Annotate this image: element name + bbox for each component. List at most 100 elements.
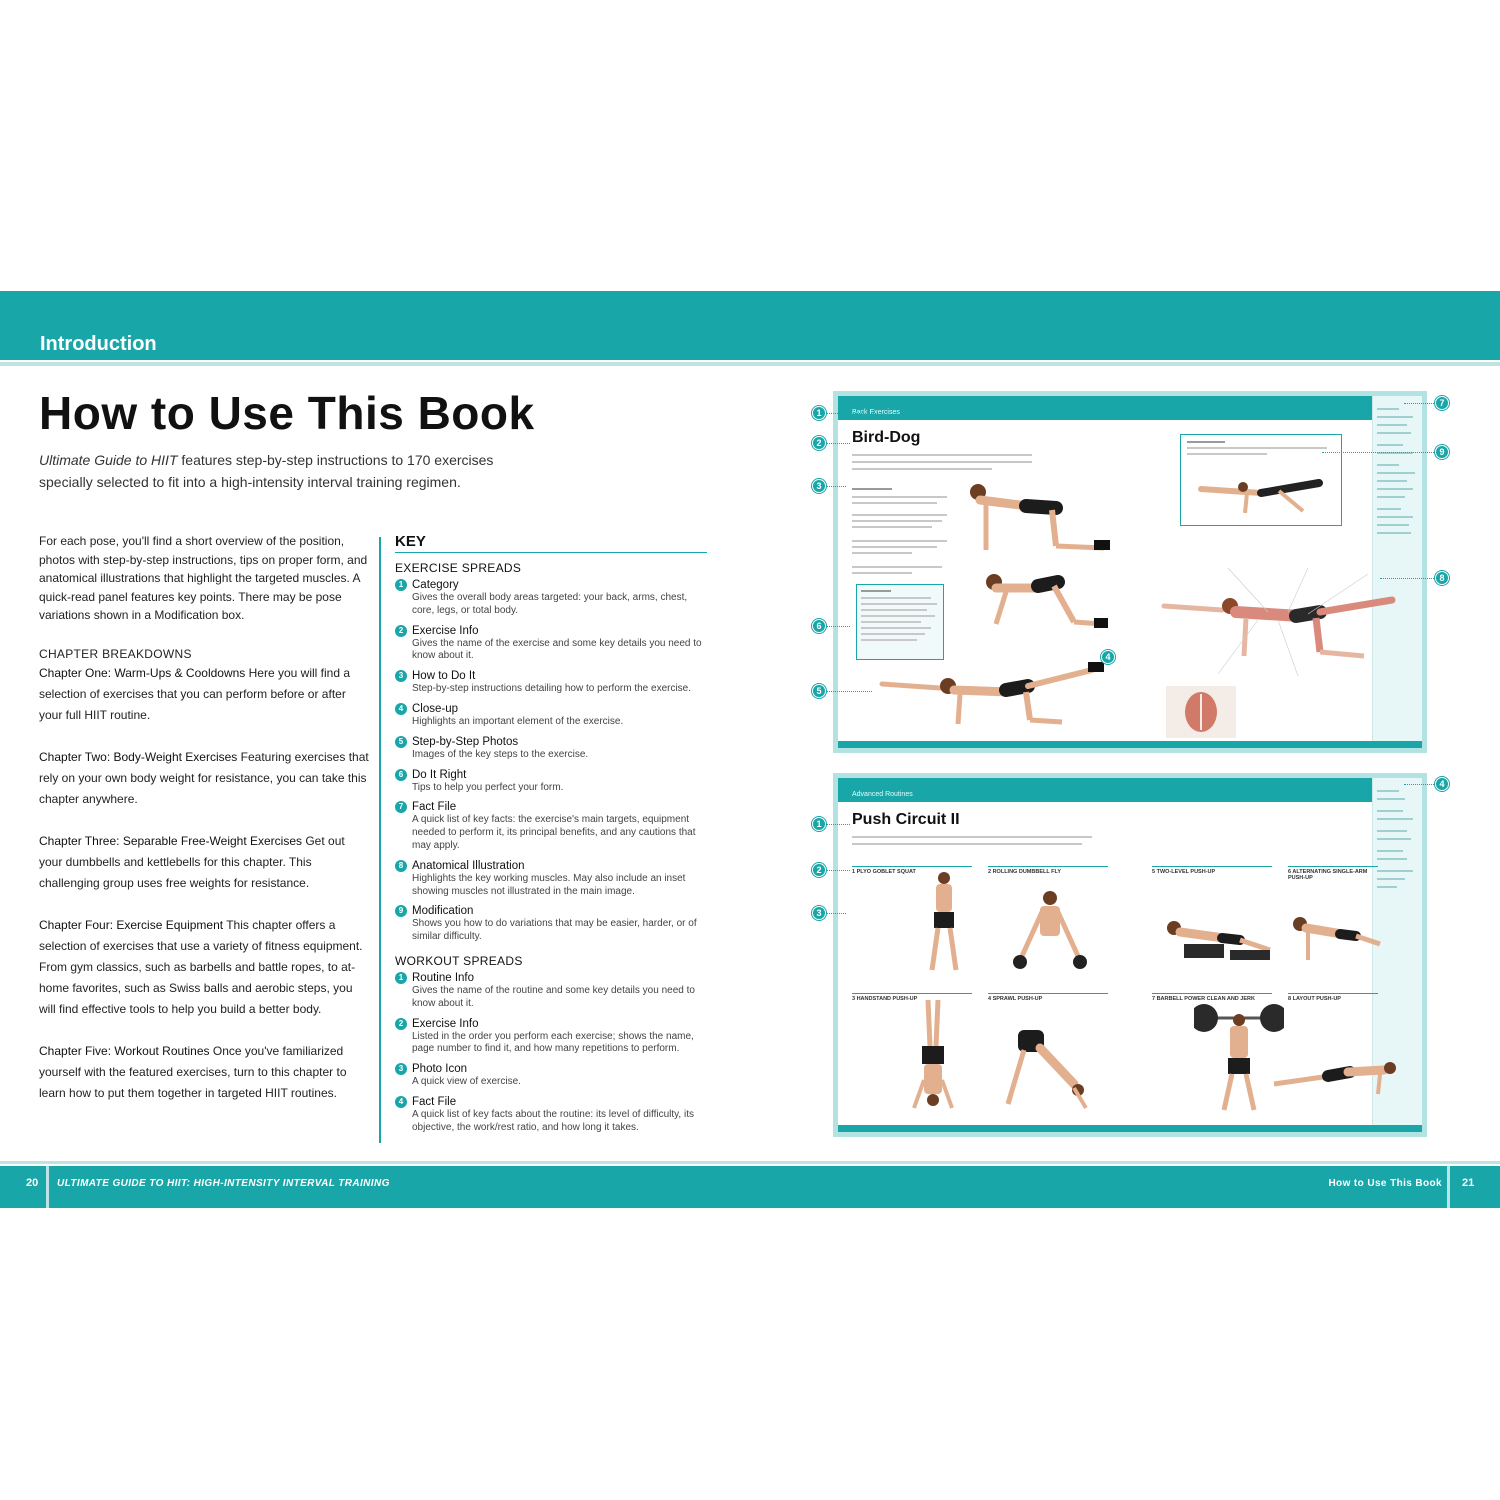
fact-line [1377, 850, 1403, 852]
fact-line [1377, 496, 1405, 498]
sample-routine-title: Push Circuit II [852, 811, 960, 828]
fact-line [1377, 416, 1413, 418]
key-item-label: Modification [412, 905, 474, 918]
header-rule [0, 362, 1500, 366]
routine-spread-sample: Advanced Routines Push Circuit II 1 PLYO… [833, 773, 1427, 1137]
routine-step: 1 PLYO GOBLET SQUAT [852, 866, 972, 875]
photo-icon-single-arm-push-up [1293, 917, 1381, 960]
callout-badge: 5 [812, 684, 826, 698]
number-badge: 6 [395, 768, 407, 781]
sample-text-line [852, 540, 947, 542]
fact-line [1377, 444, 1403, 446]
routine-step: 5 TWO-LEVEL PUSH-UP [1152, 866, 1272, 875]
sample-text-line [852, 514, 947, 516]
fact-line [1377, 790, 1399, 792]
sample-text-line [852, 496, 947, 498]
exercise-spreads-heading: EXERCISE SPREADS [395, 561, 522, 575]
key-item-desc: Highlights an important element of the e… [412, 715, 624, 727]
fact-line [1377, 480, 1407, 482]
key-item-label: Fact File [412, 1095, 457, 1108]
photo-icon-sprawl-push-up [1005, 1030, 1088, 1110]
key-item-label: Do It Right [412, 768, 467, 781]
number-badge: 3 [395, 670, 407, 683]
callout-badge: 9 [1435, 445, 1449, 459]
key-item-desc: A quick list of key facts: the exercise'… [412, 814, 696, 851]
fact-line [1377, 408, 1399, 410]
key-item-desc: Gives the overall body areas targeted: y… [412, 592, 688, 616]
sample-text-line [852, 843, 1082, 845]
sample-text-line [852, 502, 937, 504]
fact-line [1377, 508, 1401, 510]
routine-step: 8 LAYOUT PUSH-UP [1288, 993, 1378, 1002]
photo-icon-goblet-squat [929, 872, 959, 971]
overview-paragraph: For each pose, you'll find a short overv… [39, 534, 368, 622]
sample-text-line [852, 526, 932, 528]
chapter-title: Chapter Two: Body-Weight Exercises [39, 749, 238, 764]
chapter-four: Chapter Four: Exercise Equipment This ch… [39, 915, 369, 1020]
number-badge: 8 [395, 859, 407, 872]
callout-badge: 1 [812, 406, 826, 420]
fact-line [1377, 830, 1407, 832]
chapter-text: Here you will find a selection of exerci… [39, 665, 351, 722]
modification-box [1180, 434, 1342, 526]
photo-icon-power-clean-and-jerk [1194, 1004, 1284, 1111]
workout-spreads-heading: WORKOUT SPREADS [395, 953, 523, 968]
modification-figure [1198, 479, 1323, 514]
fact-file-panel [1372, 396, 1422, 748]
fact-line [1377, 810, 1403, 812]
sample-text-line [852, 454, 1032, 456]
key-item-label: Step-by-Step Photos [412, 735, 519, 748]
intro-paragraph: Ultimate Guide to HIIT features step-by-… [39, 449, 539, 493]
number-badge: 1 [395, 971, 407, 984]
callout-badge: 6 [812, 619, 826, 633]
sample-text-line [852, 552, 912, 554]
key-item-desc: Images of the key steps to the exercise. [412, 748, 589, 760]
key-item-desc: Highlights the key working muscles. May … [412, 872, 686, 897]
callout-badge: 4 [1101, 650, 1115, 664]
photo-icon-layout-push-up [1273, 1062, 1396, 1095]
fact-line [1377, 532, 1411, 534]
callout-leader [826, 691, 872, 692]
routine-step: 3 HANDSTAND PUSH-UP [852, 993, 972, 1002]
sample-text-line [861, 609, 927, 611]
column-divider [379, 537, 381, 1143]
sample-text-line [861, 590, 891, 592]
callout-badge: 2 [812, 436, 826, 450]
sample-category: Advanced Routines [852, 791, 913, 798]
fact-line [1377, 798, 1405, 800]
key-item-label: How to Do It [412, 670, 476, 683]
sample-text-line [1187, 453, 1267, 455]
callout-badge: 8 [1435, 571, 1449, 585]
sample-text-line [861, 627, 931, 629]
sample-text-line [1187, 441, 1225, 443]
key-item-desc: Gives the name of the routine and some k… [412, 984, 695, 1009]
sample-text-line [852, 520, 942, 522]
key-item-label: Anatomical Illustration [412, 859, 525, 872]
key-item-desc: Listed in the order you perform each exe… [412, 1030, 694, 1055]
intro-text: features step-by-step instructions to 17… [39, 452, 494, 490]
sample-text-line [861, 633, 925, 635]
chapter-text: Get out your dumbbells and kettlebells f… [39, 833, 345, 890]
key-item-label: Exercise Info [412, 624, 479, 637]
photo-icon-two-level-push-up [1167, 921, 1271, 960]
number-badge: 4 [395, 1095, 407, 1108]
number-badge: 2 [395, 624, 407, 637]
key-item-label: Routine Info [412, 971, 475, 984]
number-badge: 9 [395, 905, 407, 918]
key-item-desc: Shows you how to do variations that may … [412, 918, 697, 943]
chapter-five: Chapter Five: Workout Routines Once you'… [39, 1041, 369, 1104]
chapter-title: Chapter Five: Workout Routines [39, 1043, 210, 1058]
sample-text-line [852, 461, 1032, 463]
key-item-label: Fact File [412, 801, 457, 814]
fact-line [1377, 524, 1409, 526]
